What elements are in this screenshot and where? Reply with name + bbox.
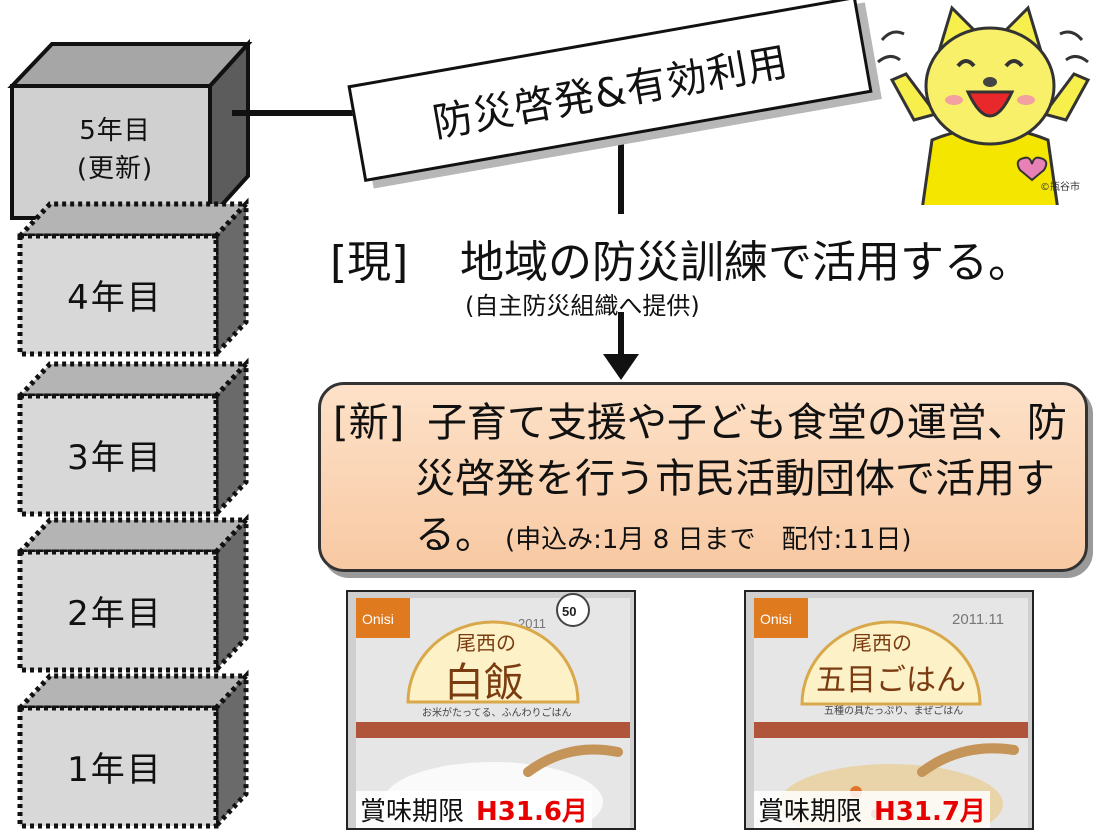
pack-2-brand: Onisi xyxy=(760,611,792,627)
new-line-3-wrap: る。 (申込み:1月 8 日まで 配付:11日) xyxy=(333,507,1081,568)
gomoku-pack-image: Onisi 2011.11 尾西の 五目ごはん 五種の具たっぷり、まぜごはん xyxy=(746,592,1032,828)
cube-1-shape xyxy=(14,669,252,831)
pack-1-name-top: 尾西の xyxy=(456,631,516,655)
pack-1-name-main: 白飯 xyxy=(444,660,524,706)
pack-2-name-main: 五目ごはん xyxy=(816,663,966,698)
pack-1-expiry-date: H31.6月 xyxy=(476,797,588,827)
product-pack-1: Onisi 50 2011 尾西の 白飯 お米がたってる、ふんわりごはん 賞味期… xyxy=(346,590,636,830)
current-usage-subtext: (自主防災組織へ提供) xyxy=(465,292,700,320)
pack-2-expiry-label: 賞味期限 xyxy=(758,797,863,827)
pack-2-expiry-date: H31.7月 xyxy=(874,797,986,827)
cube-3-shape xyxy=(14,357,252,521)
year-3-cube: 3年目 xyxy=(0,356,262,521)
connector-vertical-2 xyxy=(618,312,624,358)
new-tag: [新] xyxy=(333,400,405,446)
pack-1-badge: 50 xyxy=(562,604,576,619)
current-usage-heading: [現] 地域の防災訓練で活用する。 xyxy=(330,226,1090,290)
cube-5-shape xyxy=(7,38,253,224)
mascot: ©瓶谷市 xyxy=(870,0,1104,212)
year-5-title: 5年目 xyxy=(79,116,151,146)
pack-1-expiry-label: 賞味期限 xyxy=(360,797,465,827)
cube-2-shape xyxy=(14,513,252,677)
pack-1-expiry: 賞味期限 H31.6月 xyxy=(356,791,592,828)
rice-pack-image: Onisi 50 2011 尾西の 白飯 お米がたってる、ふんわりごはん xyxy=(348,592,634,828)
pack-2-expiry: 賞味期限 H31.7月 xyxy=(754,791,990,828)
pack-1-tagline: お米がたってる、ふんわりごはん xyxy=(422,706,572,719)
new-line-2: 災啓発を行う市民活動団体で活用す xyxy=(415,456,1055,502)
new-line-1: 子育て支援や子ども食堂の運営、防 xyxy=(426,400,1067,446)
year-2-label: 2年目 xyxy=(67,594,163,634)
new-usage-note: (申込み:1月 8 日まで 配付:11日) xyxy=(505,525,912,555)
pack-2-tagline: 五種の具たっぷり、まぜごはん xyxy=(824,704,963,717)
cube-4-shape xyxy=(14,197,252,361)
connector-horizontal xyxy=(232,110,402,116)
connector-vertical-1 xyxy=(618,134,624,214)
new-line-3: る。 xyxy=(415,512,495,558)
year-1-cube: 1年目 xyxy=(0,668,262,831)
year-2-cube: 2年目 xyxy=(0,512,262,677)
year-1-label: 1年目 xyxy=(67,750,163,790)
current-text: 地域の防災訓練で活用する。 xyxy=(460,237,1032,288)
year-4-label: 4年目 xyxy=(67,278,163,318)
year-5-label: 5年目 (更新) xyxy=(20,112,210,188)
year-3-label: 3年目 xyxy=(67,438,163,478)
current-tag: [現] xyxy=(330,237,409,288)
pack-2-year: 2011.11 xyxy=(952,611,1004,628)
year-4-cube: 4年目 xyxy=(0,196,262,361)
arrow-down-icon xyxy=(603,354,639,380)
pack-1-brand: Onisi xyxy=(362,611,394,627)
year-5-cube: 5年目 (更新) xyxy=(0,26,262,224)
new-usage-text: [新] 子育て支援や子ども食堂の運営、防 災啓発を行う市民活動団体で活用す る。… xyxy=(333,395,1081,568)
mascot-credit: ©瓶谷市 xyxy=(1040,182,1080,193)
year-5-note: (更新) xyxy=(76,154,154,184)
product-pack-2: Onisi 2011.11 尾西の 五目ごはん 五種の具たっぷり、まぜごはん 賞… xyxy=(744,590,1034,830)
mascot-cat-icon xyxy=(877,5,1091,212)
new-usage-box: [新] 子育て支援や子ども食堂の運営、防 災啓発を行う市民活動団体で活用す る。… xyxy=(318,382,1088,572)
pack-2-name-top: 尾西の xyxy=(852,631,912,655)
banner-title: 防災啓発&有効利用 xyxy=(347,0,873,183)
